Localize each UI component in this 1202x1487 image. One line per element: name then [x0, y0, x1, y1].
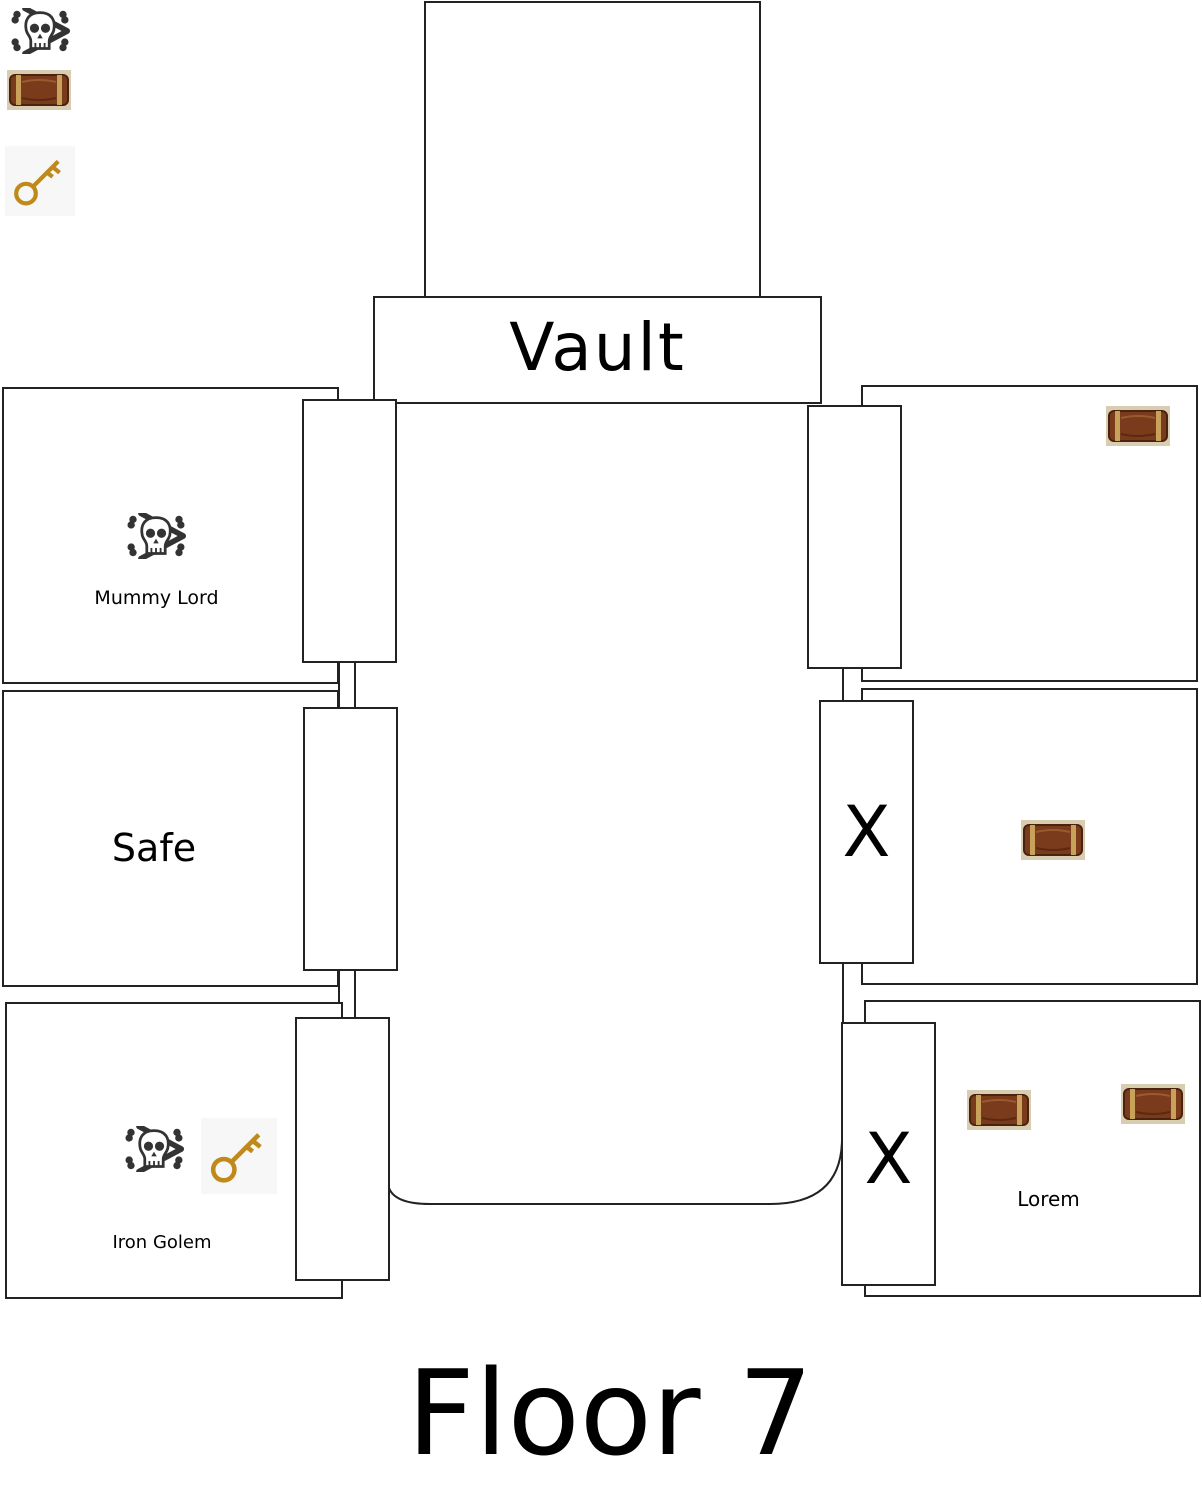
door-right-top[interactable]	[807, 405, 902, 669]
room-label: Iron Golem	[112, 1232, 212, 1253]
blocked-door-mark: X	[842, 791, 891, 873]
room-label: Mummy Lord	[94, 587, 219, 609]
room-safe[interactable]: Safe	[2, 690, 339, 987]
door-left-bottom[interactable]	[295, 1017, 390, 1281]
door-left-top[interactable]	[302, 399, 397, 663]
key-icon	[201, 1118, 277, 1194]
skull-crossbones-icon	[122, 513, 190, 559]
door-right-bottom[interactable]: X	[841, 1022, 936, 1286]
skull-crossbones-icon	[120, 1126, 188, 1172]
room-iron-golem[interactable]: Iron Golem	[5, 1002, 343, 1299]
room-label: Safe	[111, 826, 197, 870]
treasure-chest-icon	[967, 1090, 1031, 1130]
door-left-middle[interactable]	[303, 707, 398, 971]
vault-room[interactable]: Vault	[373, 296, 822, 404]
room-mummy-lord[interactable]: Mummy Lord	[2, 387, 339, 684]
treasure-chest-icon	[1106, 406, 1170, 446]
door-right-middle[interactable]: X	[819, 700, 914, 964]
vault-label: Vault	[509, 309, 686, 386]
room-label: Lorem	[1017, 1187, 1080, 1211]
vault-tower	[424, 1, 761, 298]
blocked-door-mark: X	[864, 1118, 913, 1200]
treasure-chest-icon	[1121, 1084, 1185, 1124]
room-right-top[interactable]	[861, 385, 1198, 682]
treasure-chest-icon	[1021, 820, 1085, 860]
floor-title: Floor 7	[406, 1344, 814, 1482]
